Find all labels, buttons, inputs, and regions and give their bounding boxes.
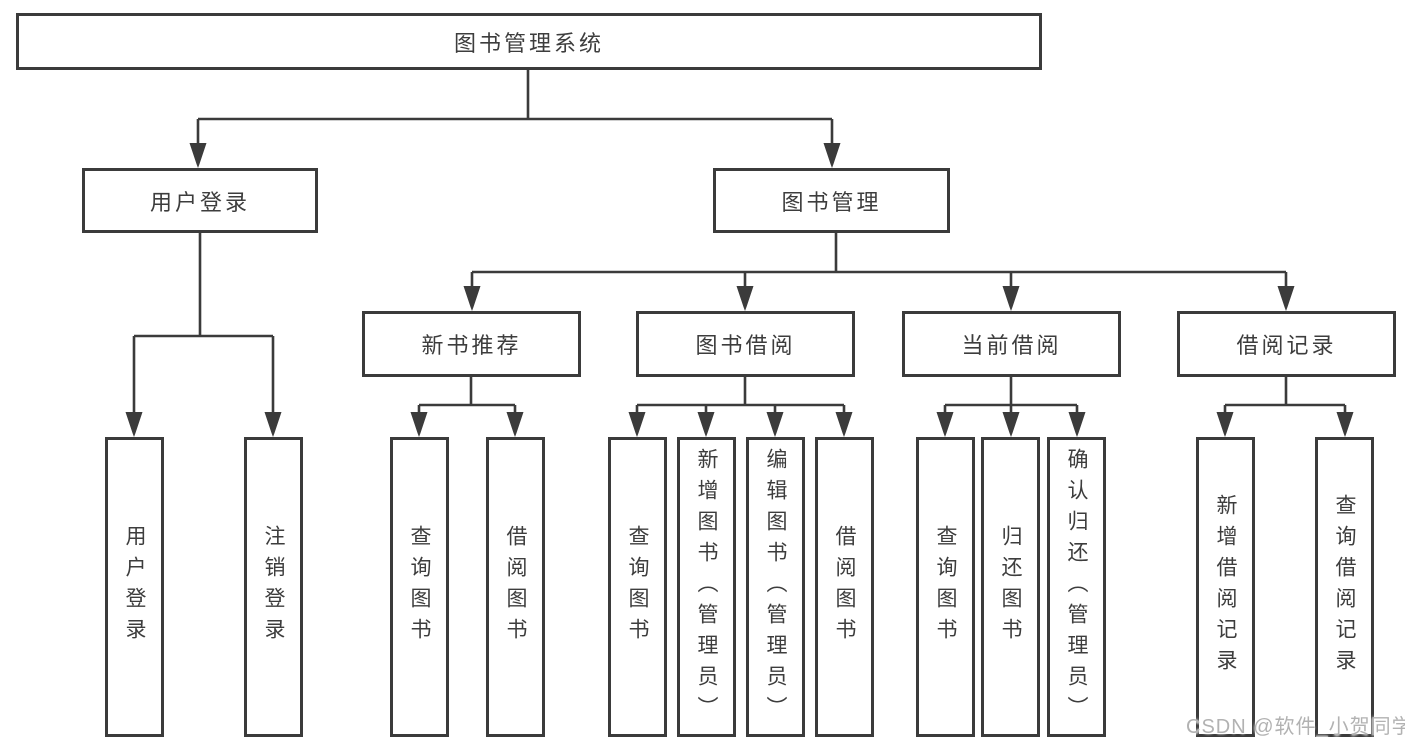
node-leaf-add-books-admin: 新增图书（管理员） bbox=[677, 437, 736, 737]
node-user-login: 用户登录 bbox=[82, 168, 318, 233]
node-leaf-edit-books-admin: 编辑图书（管理员） bbox=[746, 437, 805, 737]
node-leaf-add-borrow-record: 新增借阅记录 bbox=[1196, 437, 1255, 737]
node-label: 新增借阅记录 bbox=[1214, 494, 1237, 680]
node-label: 图书管理 bbox=[781, 189, 882, 215]
arrowhead-icon bbox=[835, 412, 853, 437]
node-leaf-query-books-recommend: 查询图书 bbox=[390, 437, 449, 737]
arrowhead-icon bbox=[697, 412, 715, 437]
node-library-system: 图书管理系统 bbox=[16, 13, 1042, 70]
node-label: 归还图书 bbox=[999, 525, 1022, 649]
node-leaf-query-borrow-record: 查询借阅记录 bbox=[1315, 437, 1374, 737]
arrowhead-icon bbox=[823, 143, 841, 168]
node-leaf-borrow-books: 借阅图书 bbox=[815, 437, 874, 737]
node-label: 确认归还（管理员） bbox=[1065, 447, 1088, 727]
node-leaf-user-login: 用户登录 bbox=[105, 437, 164, 737]
arrowhead-icon bbox=[766, 412, 784, 437]
node-label: 查询图书 bbox=[934, 525, 957, 649]
node-new-book-recommend: 新书推荐 bbox=[362, 311, 581, 377]
arrowhead-icon bbox=[1002, 286, 1020, 311]
node-leaf-return-books: 归还图书 bbox=[981, 437, 1040, 737]
node-label: 用户登录 bbox=[123, 525, 146, 649]
arrowhead-icon bbox=[1277, 286, 1295, 311]
node-label: 新书推荐 bbox=[421, 333, 522, 358]
node-leaf-borrow-books-recommend: 借阅图书 bbox=[486, 437, 545, 737]
node-borrow-records: 借阅记录 bbox=[1177, 311, 1396, 377]
node-label: 图书管理系统 bbox=[453, 30, 604, 56]
arrowhead-icon bbox=[410, 412, 428, 437]
node-label: 查询图书 bbox=[626, 525, 649, 649]
node-label: 借阅图书 bbox=[833, 525, 856, 649]
node-label: 当前借阅 bbox=[961, 333, 1062, 358]
arrowhead-icon bbox=[463, 286, 481, 311]
watermark: CSDN @软件_小贺同学 bbox=[1186, 716, 1405, 738]
node-label: 注销登录 bbox=[262, 525, 285, 649]
node-label: 编辑图书（管理员） bbox=[764, 447, 787, 727]
node-leaf-logout: 注销登录 bbox=[244, 437, 303, 737]
node-label: 用户登录 bbox=[149, 189, 250, 215]
node-label: 图书借阅 bbox=[695, 333, 796, 358]
arrowhead-icon bbox=[189, 143, 207, 168]
arrowhead-icon bbox=[736, 286, 754, 311]
arrowhead-icon bbox=[1068, 412, 1086, 437]
arrowheads bbox=[125, 143, 1354, 437]
node-label: 新增图书（管理员） bbox=[695, 447, 718, 727]
arrowhead-icon bbox=[125, 412, 143, 437]
node-current-borrow: 当前借阅 bbox=[902, 311, 1121, 377]
node-label: 借阅记录 bbox=[1236, 333, 1337, 358]
arrowhead-icon bbox=[1216, 412, 1234, 437]
arrowhead-icon bbox=[628, 412, 646, 437]
node-leaf-query-books-borrow: 查询图书 bbox=[608, 437, 667, 737]
arrowhead-icon bbox=[1336, 412, 1354, 437]
node-book-management: 图书管理 bbox=[713, 168, 950, 233]
node-label: 借阅图书 bbox=[504, 525, 527, 649]
node-label: 查询图书 bbox=[408, 525, 431, 649]
node-book-borrow: 图书借阅 bbox=[636, 311, 855, 377]
node-leaf-query-books-current: 查询图书 bbox=[916, 437, 975, 737]
arrowhead-icon bbox=[936, 412, 954, 437]
node-leaf-confirm-return-admin: 确认归还（管理员） bbox=[1047, 437, 1106, 737]
arrowhead-icon bbox=[506, 412, 524, 437]
arrowhead-icon bbox=[264, 412, 282, 437]
node-label: 查询借阅记录 bbox=[1333, 494, 1356, 680]
arrowhead-icon bbox=[1002, 412, 1020, 437]
